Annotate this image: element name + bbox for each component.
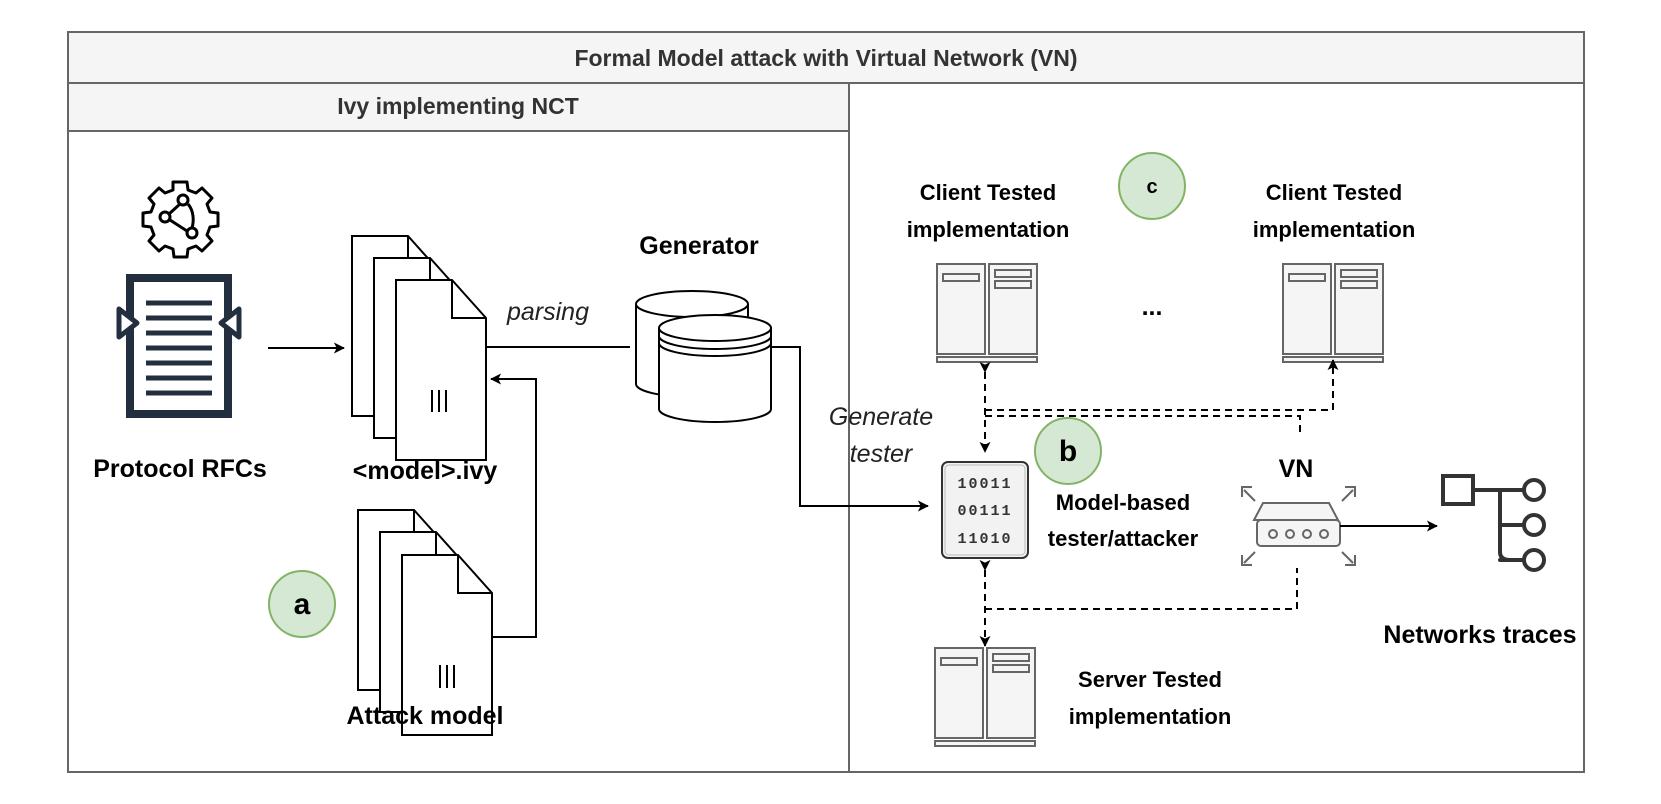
attack-model-document-stack (357, 509, 493, 736)
client-right-label-line2: implementation (1253, 217, 1416, 242)
binary-row-1: 10011 (957, 476, 1012, 493)
attack-model-label: Attack model (347, 702, 504, 730)
model-ivy-document-stack (351, 235, 487, 461)
rfc-document-icon (116, 274, 242, 418)
svg-text:c: c (1146, 176, 1157, 198)
left-panel-header (67, 82, 850, 132)
networks-traces-label: Networks traces (1383, 621, 1576, 649)
badge-b: b (1034, 417, 1102, 485)
network-traces-icon (1441, 474, 1546, 572)
clients-ellipsis: ... (1142, 293, 1163, 321)
tester-label: tester (850, 440, 914, 468)
binary-row-2: 00111 (957, 503, 1012, 520)
client-left-label-line2: implementation (907, 217, 1070, 242)
server-label-line1: Server Tested (1078, 667, 1222, 692)
vn-router-icon (1241, 486, 1356, 566)
left-panel: Ivy implementing NCT (67, 82, 850, 773)
client-left-label-line1: Client Tested (920, 180, 1057, 205)
protocol-rfcs-label: Protocol RFCs (93, 455, 267, 483)
model-ivy-label: <model>.ivy (353, 457, 498, 485)
attack-to-model-arrow (490, 373, 537, 638)
tester-client-links (979, 359, 1339, 453)
parsing-label: parsing (506, 298, 589, 326)
svg-text:b: b (1059, 435, 1077, 468)
generate-label: Generate (829, 403, 933, 431)
tester-label-line2: tester/attacker (1048, 526, 1199, 551)
binary-row-3: 11010 (957, 531, 1012, 548)
right-panel (848, 82, 1585, 773)
model-doc-marker (431, 390, 447, 412)
attack-doc-marker (439, 665, 455, 688)
badge-c: c (1118, 152, 1186, 220)
server-label-line2: implementation (1069, 704, 1232, 729)
gear-icon (141, 180, 220, 259)
generator-database-icon (635, 290, 772, 423)
client-right-label-line1: Client Tested (1266, 180, 1403, 205)
outer-container: Formal Model attack with Virtual Network… (67, 31, 1585, 773)
left-panel-title: Ivy implementing NCT (337, 93, 579, 119)
model-based-tester-icon: 10011 00111 11010 (941, 461, 1029, 559)
badge-a: a (268, 570, 336, 638)
generator-label: Generator (639, 232, 759, 260)
svg-text:a: a (294, 588, 311, 621)
tester-label-line1: Model-based (1056, 490, 1190, 515)
title-bar (67, 31, 1585, 84)
vn-label: VN (1279, 455, 1314, 483)
generate-tester-arrow (771, 346, 929, 512)
diagram-title: Formal Model attack with Virtual Network… (574, 45, 1077, 71)
tester-server-links (979, 559, 1298, 647)
